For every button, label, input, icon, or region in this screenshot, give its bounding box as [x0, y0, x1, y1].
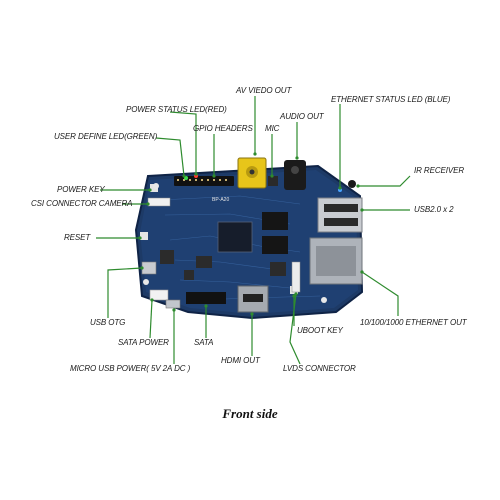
- ram-chip-2: [262, 236, 288, 254]
- leader-lines: [96, 96, 411, 365]
- usb-otg-port: [141, 261, 157, 275]
- reset-key: [140, 232, 148, 240]
- mic-component: [268, 176, 278, 186]
- label-micro-usb-power: MICRO USB POWER( 5V 2A DC ): [70, 364, 191, 373]
- label-av-video-out: AV VIEDO OUT: [236, 86, 292, 95]
- label-lvds-connector: LVDS CONNECTOR: [283, 364, 356, 373]
- label-usb-otg: USB OTG: [90, 318, 126, 327]
- label-reset: RESET: [64, 233, 91, 242]
- label-gpio-headers: GPIO HEADERS: [193, 124, 253, 133]
- csi-connector: [147, 197, 171, 207]
- gpio-header: [174, 176, 234, 186]
- audio-jack: [284, 160, 306, 190]
- label-user-define-led: USER DEFINE LED(GREEN): [54, 132, 158, 141]
- label-ethernet-out: 10/100/1000 ETHERNET OUT: [360, 318, 467, 327]
- sata-connector: [186, 292, 226, 304]
- caption: Front side: [222, 406, 278, 421]
- leader-power-status-led: [169, 111, 197, 174]
- leader-usb-otg: [107, 267, 143, 318]
- soc-chip: [217, 221, 253, 253]
- label-audio-out: AUDIO OUT: [280, 112, 324, 121]
- label-mic: MIC: [265, 124, 280, 133]
- pcb-board: BP-A20: [134, 157, 364, 320]
- mount-hole-3: [321, 297, 327, 303]
- mount-hole-1: [153, 183, 159, 189]
- leader-endpoints: [138, 152, 364, 316]
- leader-user-define-led: [155, 137, 185, 177]
- board-silkscreen: BP-A20: [212, 197, 229, 203]
- sata-power-connector: [149, 289, 169, 301]
- label-hdmi-out: HDMI OUT: [221, 356, 260, 365]
- mount-hole-2: [143, 279, 149, 285]
- label-ethernet-status-led: ETHERNET STATUS LED (BLUE): [331, 95, 451, 104]
- label-power-status-led: POWER STATUS LED(RED): [126, 105, 227, 114]
- label-sata-power: SATA POWER: [118, 338, 169, 347]
- label-csi-connector-camera: CSI CONNECTOR CAMERA: [31, 199, 133, 208]
- leader-ir-receiver: [358, 175, 411, 187]
- label-sata: SATA: [194, 338, 214, 347]
- leader-sata-power: [149, 299, 153, 339]
- ir-receiver: [348, 180, 356, 188]
- lvds-connector: [291, 261, 301, 293]
- label-uboot-key: UBOOT KEY: [297, 326, 343, 335]
- ram-chip-1: [262, 212, 288, 230]
- label-usb20: USB2.0 x 2: [414, 205, 454, 214]
- label-ir-receiver: IR RECEIVER: [414, 166, 465, 175]
- leader-ethernet-out: [361, 271, 399, 316]
- label-power-key: POWER KEY: [57, 185, 105, 194]
- gpio-pins: [177, 179, 227, 181]
- micro-usb-port: [165, 299, 181, 309]
- usb20-port: [317, 197, 363, 233]
- leader-lvds: [289, 293, 301, 365]
